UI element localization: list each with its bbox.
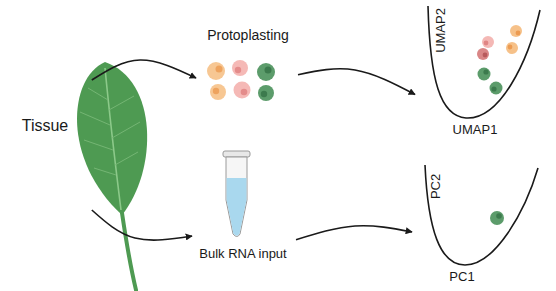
node-label: Protoplasting xyxy=(207,27,289,43)
node-label: Tissue xyxy=(22,117,69,135)
cell-nucleus xyxy=(261,91,267,97)
step-node: Protoplasting xyxy=(196,22,298,102)
plot-node: UMAP2UMAP1 xyxy=(415,2,548,140)
node-label: UMAP1 xyxy=(453,123,498,138)
leaf xyxy=(77,62,147,215)
axis-label: PC2 xyxy=(430,173,445,198)
tissue-node: Tissue xyxy=(18,80,100,210)
cell xyxy=(257,63,275,81)
cell-nucleus xyxy=(241,89,248,96)
cell-nucleus xyxy=(265,67,272,74)
plot-axis xyxy=(425,165,538,265)
flow-arrow xyxy=(296,226,412,240)
point xyxy=(482,36,494,48)
point-nucleus xyxy=(483,53,488,58)
cell-nucleus xyxy=(213,88,219,94)
tube-cap xyxy=(223,151,250,157)
cell xyxy=(234,82,251,99)
cell xyxy=(232,60,248,76)
leaf-vein xyxy=(80,88,140,175)
point xyxy=(510,25,522,37)
flow-arrow xyxy=(92,60,196,80)
leaf-vein xyxy=(105,68,121,210)
cell xyxy=(207,62,225,80)
tube-body xyxy=(226,157,247,237)
point xyxy=(506,42,518,54)
point-nucleus xyxy=(516,31,521,36)
point xyxy=(490,82,503,95)
point xyxy=(477,48,489,60)
point-nucleus xyxy=(491,86,496,91)
cell xyxy=(258,85,274,101)
flow-arrow xyxy=(298,69,415,95)
point xyxy=(490,211,504,225)
plot-axis xyxy=(428,6,540,118)
plot-node: PC2PC1 xyxy=(412,158,548,290)
axis-label: UMAP2 xyxy=(434,8,449,53)
protoplast-cells xyxy=(207,60,275,101)
point xyxy=(478,68,491,81)
flow-arrow xyxy=(92,210,192,240)
leaf-stem xyxy=(122,213,136,290)
umap-points xyxy=(477,25,522,95)
cell-nucleus xyxy=(216,66,223,73)
tube-liquid xyxy=(227,178,247,236)
point-nucleus xyxy=(484,41,489,46)
node-label: PC1 xyxy=(449,270,474,285)
point-nucleus xyxy=(496,213,502,219)
cell xyxy=(210,84,226,100)
cell-nucleus xyxy=(235,67,241,73)
tube xyxy=(223,151,250,237)
point-nucleus xyxy=(508,45,513,50)
step-node: Bulk RNA input xyxy=(192,152,296,266)
node-label: Bulk RNA input xyxy=(199,247,286,262)
point-nucleus xyxy=(483,69,488,74)
